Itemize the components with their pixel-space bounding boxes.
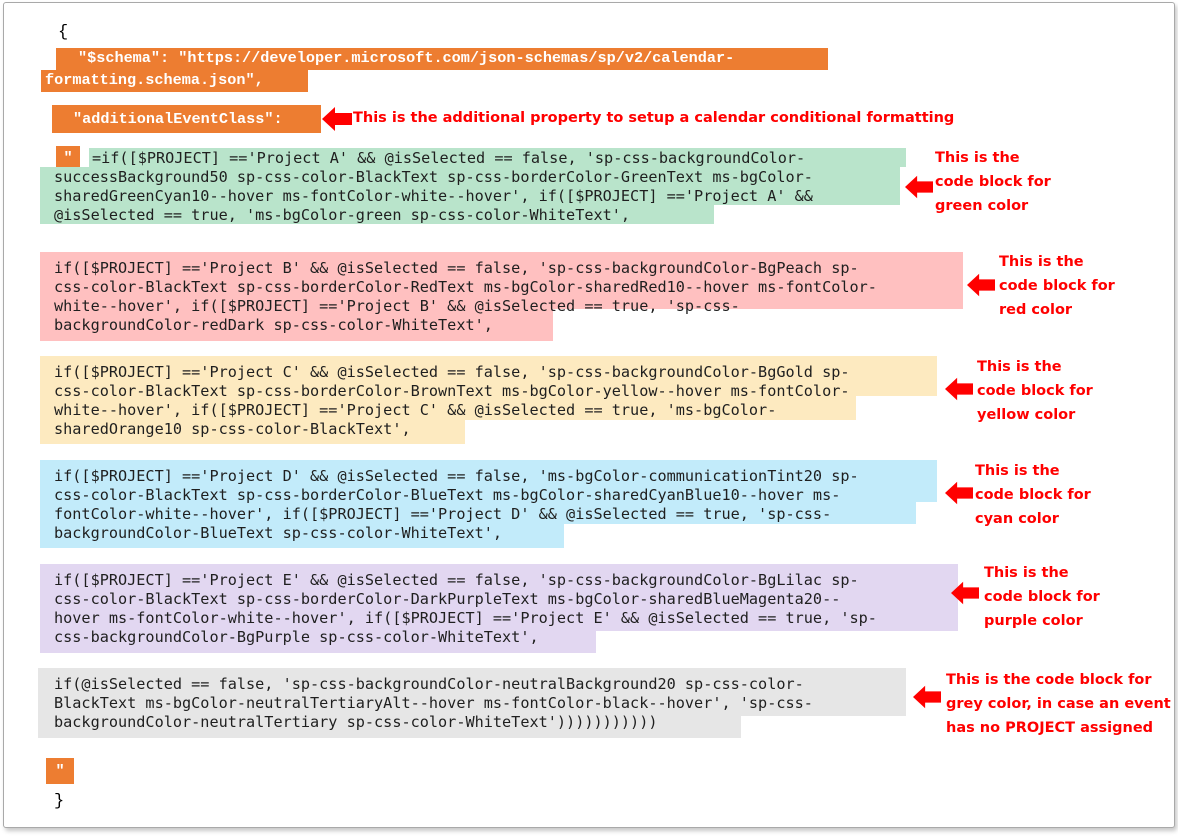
green-highlight xyxy=(40,167,900,205)
red-code-line-4: backgroundColor-redDark sp-css-color-Whi… xyxy=(54,316,493,334)
schema-line-1: "$schema": "https://developer.microsoft.… xyxy=(56,48,828,70)
open-brace: { xyxy=(58,23,69,42)
purple-code-line-2: css-color-BlackText sp-css-borderColor-D… xyxy=(54,590,841,608)
yellow-highlight xyxy=(40,420,465,444)
grey-code-line-1: if(@isSelected == false, 'sp-css-backgro… xyxy=(54,675,804,693)
annotation-additional-property: This is the additional property to setup… xyxy=(353,110,955,126)
green-code-line-4: @isSelected == true, 'ms-bgColor-green s… xyxy=(54,206,631,224)
arrow-left-icon xyxy=(322,107,352,131)
green-code-line-3: sharedGreenCyan10--hover ms-fontColor-wh… xyxy=(54,187,813,205)
purple-code-line-1: if([$PROJECT] =='Project E' && @isSelect… xyxy=(54,571,859,589)
grey-highlight xyxy=(38,716,741,738)
red-code-line-2: css-color-BlackText sp-css-borderColor-R… xyxy=(54,278,877,296)
purple-code-line-4: css-backgroundColor-BgPurple sp-css-colo… xyxy=(54,628,539,646)
red-highlight xyxy=(40,309,553,341)
arrow-left-icon xyxy=(945,481,973,505)
arrow-left-icon xyxy=(905,175,933,199)
yellow-code-line-3: white--hover', if([$PROJECT] =='Project … xyxy=(54,401,777,419)
arrow-left-icon xyxy=(913,685,941,709)
yellow-highlight xyxy=(40,356,937,396)
red-highlight xyxy=(40,252,963,309)
yellow-code-line-2: css-color-BlackText sp-css-borderColor-B… xyxy=(54,382,850,400)
grey-code-line-2: BlackText ms-bgColor-neutralTertiaryAlt-… xyxy=(54,694,813,712)
document-frame: { "$schema": "https://developer.microsof… xyxy=(3,2,1175,828)
arrow-left-icon xyxy=(945,377,973,401)
cyan-code-line-3: fontColor-white--hover', if([$PROJECT] =… xyxy=(54,505,832,523)
green-code-line-1: =if([$PROJECT] =='Project A' && @isSelec… xyxy=(92,149,806,167)
yellow-code-line-1: if([$PROJECT] =='Project C' && @isSelect… xyxy=(54,363,850,381)
grey-highlight xyxy=(38,668,906,716)
purple-highlight xyxy=(40,631,596,653)
yellow-highlight xyxy=(40,396,856,420)
cyan-code-line-1: if([$PROJECT] =='Project D' && @isSelect… xyxy=(54,467,859,485)
purple-highlight xyxy=(40,564,958,631)
green-code-line-2: successBackground50 sp-css-color-BlackTe… xyxy=(54,168,813,186)
schema-line-2: formatting.schema.json", xyxy=(41,70,308,92)
arrow-left-icon xyxy=(951,581,979,605)
cyan-code-line-2: css-color-BlackText sp-css-borderColor-B… xyxy=(54,486,841,504)
close-brace: } xyxy=(54,792,65,811)
green-highlight xyxy=(40,205,714,224)
arrow-left-icon xyxy=(967,273,995,297)
red-code-line-1: if([$PROJECT] =='Project B' && @isSelect… xyxy=(54,259,859,277)
purple-code-line-3: hover ms-fontColor-white--hover', if([$P… xyxy=(54,609,877,627)
yellow-code-line-4: sharedOrange10 sp-css-color-BlackText', xyxy=(54,420,411,438)
cyan-highlight xyxy=(40,524,564,548)
cyan-highlight xyxy=(40,460,937,502)
green-highlight xyxy=(89,148,906,167)
cyan-code-line-4: backgroundColor-BlueText sp-css-color-Wh… xyxy=(54,524,503,542)
close-quote: " xyxy=(46,758,74,784)
grey-code-line-3: backgroundColor-neutralTertiary sp-css-c… xyxy=(54,713,658,731)
additional-event-class-key: "additionalEventClass": xyxy=(52,105,321,133)
red-code-line-3: white--hover', if([$PROJECT] =='Project … xyxy=(54,297,740,315)
cyan-highlight xyxy=(40,502,916,524)
